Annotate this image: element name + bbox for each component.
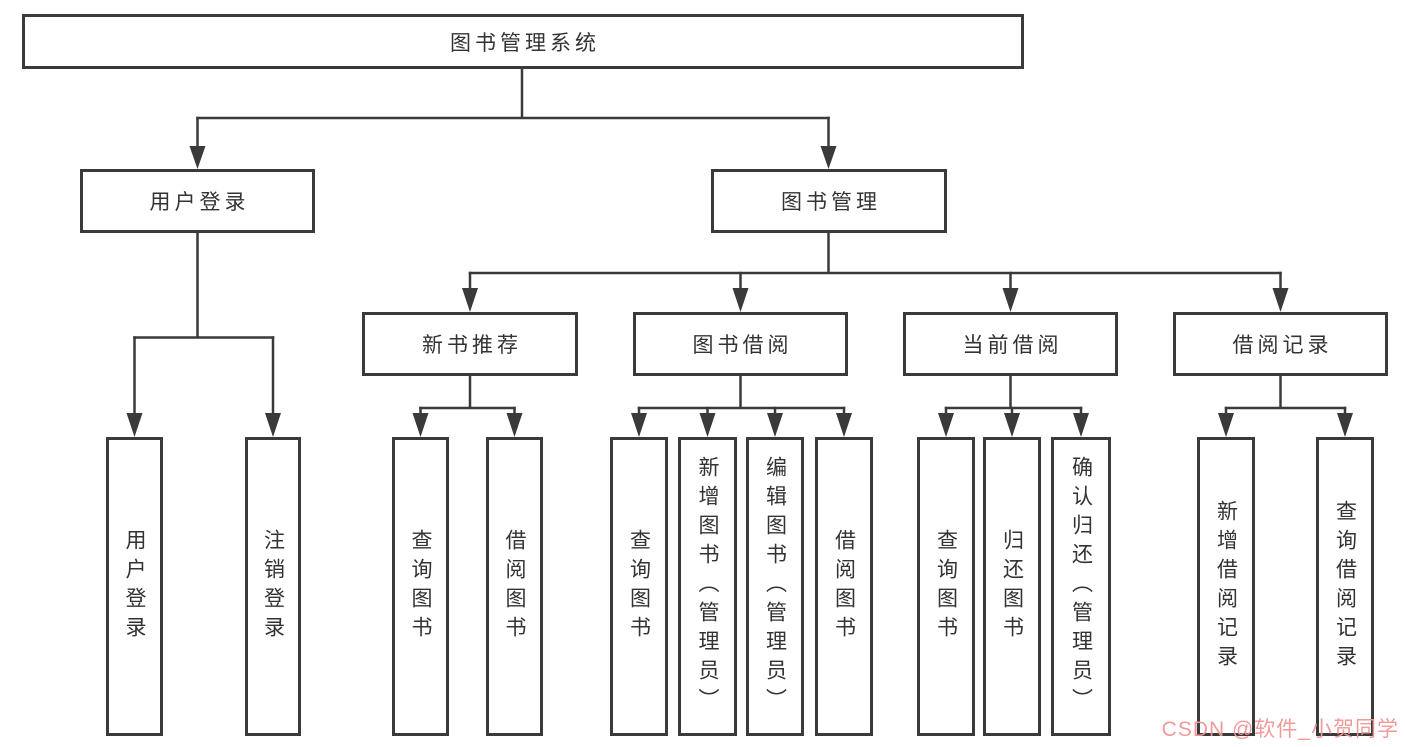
leaf-user-login: 用户登录 bbox=[106, 437, 163, 736]
csdn-watermark: CSDN @软件_小贺同学 bbox=[1161, 718, 1399, 741]
node-book-borrowing: 图书借阅 bbox=[633, 312, 848, 376]
node-user-login: 用户登录 bbox=[80, 169, 315, 233]
leaf-label: 借阅图书 bbox=[832, 528, 856, 645]
leaf-label: 确认归还（管理员） bbox=[1069, 456, 1093, 717]
leaf-label: 借阅图书 bbox=[503, 528, 526, 645]
node-current-borrowing: 当前借阅 bbox=[903, 312, 1118, 376]
leaf-label: 查询图书 bbox=[934, 528, 958, 645]
node-new-book-recommend: 新书推荐 bbox=[362, 312, 578, 376]
node-root: 图书管理系统 bbox=[22, 14, 1024, 69]
leaf-label: 归还图书 bbox=[1000, 528, 1024, 645]
leaf-label: 查询图书 bbox=[409, 528, 432, 645]
leaf-logout-login: 注销登录 bbox=[245, 437, 301, 736]
leaf-borrow-books-borrowing: 借阅图书 bbox=[815, 437, 873, 736]
leaf-edit-books-admin: 编辑图书（管理员） bbox=[746, 437, 804, 736]
leaf-confirm-return-admin: 确认归还（管理员） bbox=[1051, 437, 1111, 736]
leaf-query-books-recommend: 查询图书 bbox=[392, 437, 449, 736]
node-book-management: 图书管理 bbox=[711, 169, 947, 233]
leaf-return-books: 归还图书 bbox=[983, 437, 1041, 736]
leaf-label: 用户登录 bbox=[123, 528, 146, 645]
leaf-query-books-borrowing: 查询图书 bbox=[610, 437, 668, 736]
leaf-add-books-admin: 新增图书（管理员） bbox=[678, 437, 737, 736]
leaf-query-books-current: 查询图书 bbox=[917, 437, 975, 736]
leaf-label: 注销登录 bbox=[261, 528, 285, 645]
leaf-label: 新增借阅记录 bbox=[1214, 499, 1238, 674]
leaf-label: 新增图书（管理员） bbox=[696, 456, 719, 717]
leaf-borrow-books-recommend: 借阅图书 bbox=[486, 437, 543, 736]
leaf-label: 查询图书 bbox=[627, 528, 651, 645]
leaf-label: 编辑图书（管理员） bbox=[763, 456, 787, 717]
leaf-query-borrow-record: 查询借阅记录 bbox=[1316, 437, 1374, 736]
leaf-label: 查询借阅记录 bbox=[1333, 499, 1357, 674]
leaf-add-borrow-record: 新增借阅记录 bbox=[1197, 437, 1255, 736]
node-borrowing-records: 借阅记录 bbox=[1173, 312, 1388, 376]
